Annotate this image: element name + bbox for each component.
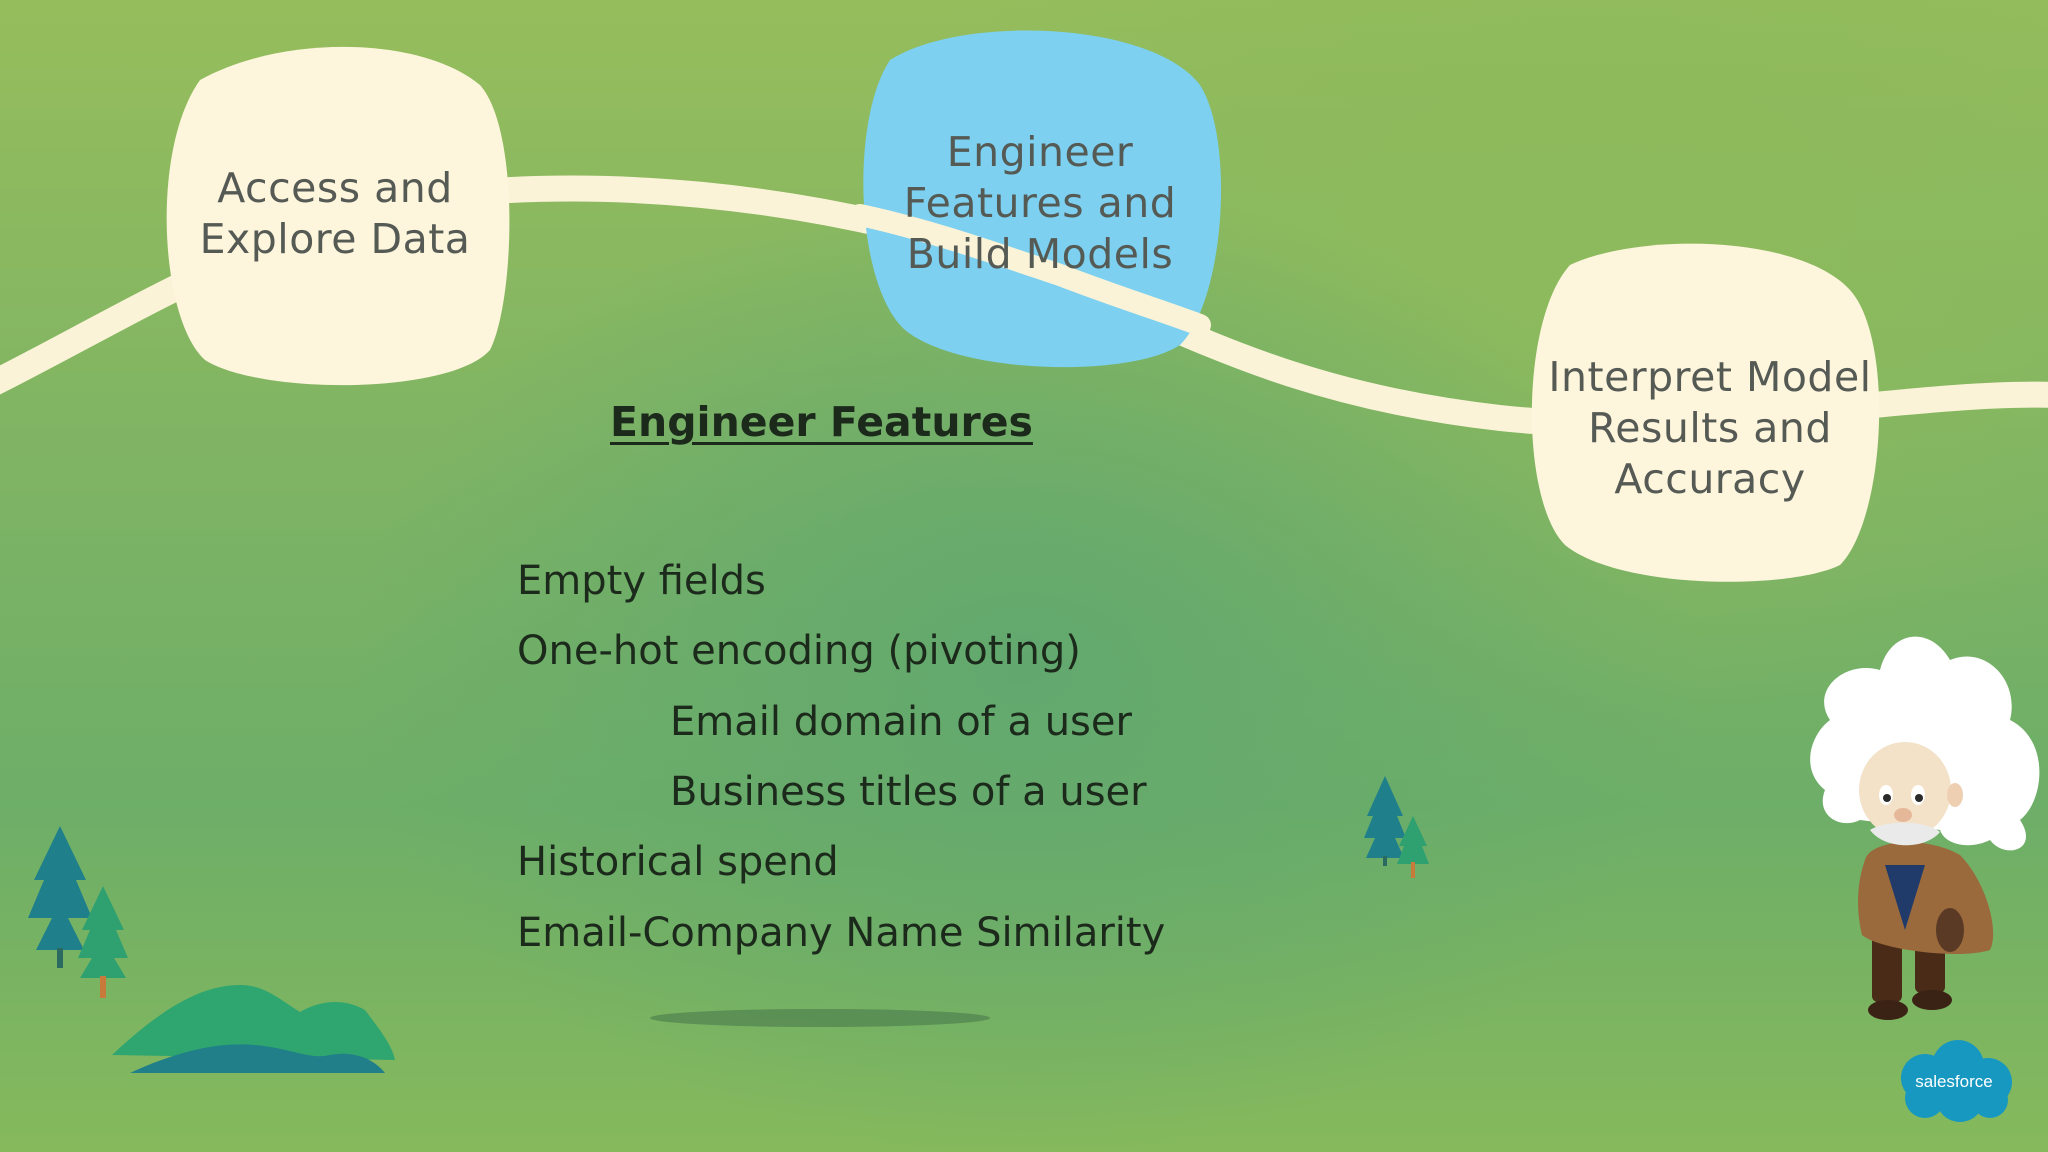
tree-icon: [28, 826, 128, 998]
section-heading: Engineer Features: [610, 398, 1033, 446]
feature-subitem: Email domain of a user: [670, 699, 1132, 745]
stage-bubble-1: [166, 46, 510, 386]
salesforce-cloud-icon: [1901, 1040, 2012, 1122]
feature-subitem: Business titles of a user: [670, 769, 1147, 815]
hills-icon: [112, 985, 395, 1073]
feature-item: Historical spend: [517, 839, 839, 885]
stage-bubble-2: [863, 30, 1222, 368]
salesforce-logo-text: salesforce: [1915, 1072, 1993, 1091]
feature-item: Empty fields: [517, 558, 766, 604]
winding-path-over: [849, 204, 1211, 336]
small-tree-icon: [1364, 776, 1429, 878]
feature-item: One-hot encoding (pivoting): [517, 628, 1081, 674]
list-shadow: [650, 1009, 990, 1027]
stage-label-engineer-build: Engineer Features and Build Models: [903, 128, 1177, 278]
feature-item: Email-Company Name Similarity: [517, 910, 1166, 956]
stage-label-access-explore: Access and Explore Data: [199, 164, 471, 263]
stage-label-interpret-results: Interpret Model Results and Accuracy: [1548, 353, 1872, 503]
einstein-mascot-icon: [1810, 636, 2040, 1020]
stage-bubble-3: [1531, 243, 1880, 582]
